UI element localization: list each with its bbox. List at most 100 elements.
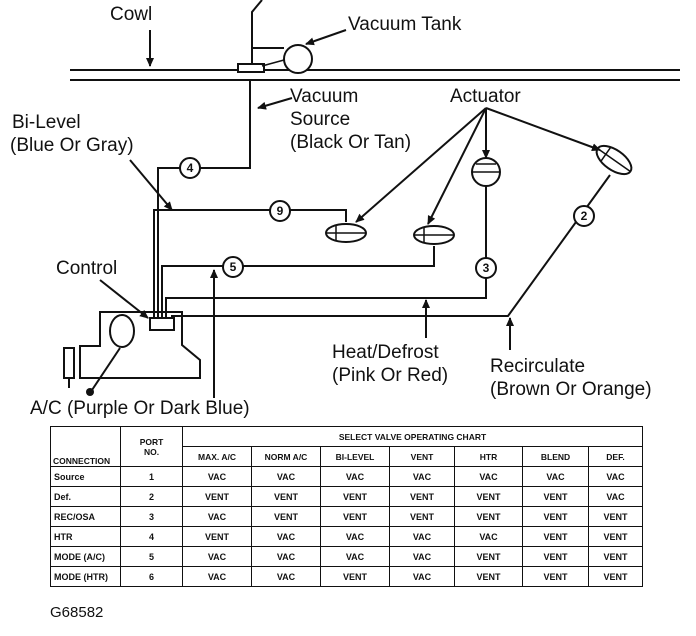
port-number-9: 9: [277, 204, 284, 218]
port-number-5: 5: [230, 260, 237, 274]
state-cell: VAC: [251, 466, 321, 487]
state-cell: VAC: [182, 506, 252, 527]
actuator-label: Actuator: [450, 86, 521, 107]
state-cell: VENT: [522, 546, 589, 567]
actuator-defrost: [595, 144, 633, 176]
mode-header: BLEND: [522, 446, 589, 467]
mode-header: VENT: [389, 446, 455, 467]
mode-header: HTR: [454, 446, 523, 467]
connection-cell: MODE (A/C): [50, 546, 121, 567]
state-cell: VENT: [522, 486, 589, 507]
port-badge-4: 4: [179, 157, 201, 179]
connection-cell: REC/OSA: [50, 506, 121, 527]
heat-defrost-label-2: (Pink Or Red): [332, 365, 448, 386]
select-valve-operating-chart: CONNECTION PORT NO. SELECT VALVE OPERATI…: [50, 426, 643, 587]
vacuum-source-label-2: Source: [290, 109, 350, 130]
actuator-recirc: [471, 157, 501, 187]
state-cell: VENT: [588, 566, 643, 587]
state-cell: VENT: [454, 486, 523, 507]
bi-level-label-1: Bi-Level: [12, 112, 81, 133]
state-cell: VENT: [454, 566, 523, 587]
mode-header: NORM A/C: [251, 446, 321, 467]
state-cell: VENT: [251, 486, 321, 507]
port-header-line-2: NO.: [143, 446, 160, 457]
state-cell: VAC: [389, 566, 455, 587]
state-cell: VENT: [522, 566, 589, 587]
state-cell: VENT: [251, 506, 321, 527]
state-cell: VAC: [588, 486, 643, 507]
state-cell: VAC: [182, 546, 252, 567]
vacuum-source-label-3: (Black Or Tan): [290, 132, 411, 153]
bi-level-line: [153, 209, 347, 320]
vacuum-tank-label: Vacuum Tank: [348, 14, 462, 35]
port-badge-9: 9: [269, 200, 291, 222]
state-cell: VAC: [588, 466, 643, 487]
state-cell: VENT: [182, 486, 252, 507]
state-cell: VENT: [588, 546, 643, 567]
state-cell: VENT: [182, 526, 252, 547]
state-cell: VAC: [251, 546, 321, 567]
state-cell: VAC: [251, 566, 321, 587]
vacuum-source-label-1: Vacuum: [290, 86, 358, 107]
state-cell: VENT: [454, 506, 523, 527]
figure-id: G68582: [50, 604, 104, 621]
port-badge-3: 3: [475, 257, 497, 279]
mode-header: MAX. A/C: [182, 446, 252, 467]
connection-cell: HTR: [50, 526, 121, 547]
state-cell: VAC: [251, 526, 321, 547]
table-header-row-2: MAX. A/C NORM A/C BI-LEVEL VENT HTR BLEN…: [51, 446, 643, 467]
bi-level-label-2: (Blue Or Gray): [10, 135, 134, 156]
actuator-bilevel: [325, 223, 367, 243]
state-cell: VAC: [389, 546, 455, 567]
actuator-ac: [413, 225, 455, 245]
group-header: SELECT VALVE OPERATING CHART: [182, 426, 643, 447]
mode-header: BI-LEVEL: [320, 446, 390, 467]
recirc-line: [165, 185, 487, 320]
state-cell: VENT: [522, 506, 589, 527]
mode-header: DEF.: [588, 446, 643, 467]
port-cell: 5: [120, 546, 183, 567]
state-cell: VENT: [320, 566, 390, 587]
vacuum-source-line: [157, 80, 251, 320]
port-header-line-1: PORT: [139, 436, 164, 447]
vacuum-tank: [237, 0, 313, 74]
port-number-2: 2: [581, 209, 588, 223]
connection-cell: Def.: [50, 486, 121, 507]
state-cell: VENT: [522, 526, 589, 547]
port-header: PORT NO.: [120, 426, 183, 467]
state-cell: VAC: [182, 566, 252, 587]
heat-defrost-label-1: Heat/Defrost: [332, 342, 439, 363]
state-cell: VENT: [588, 506, 643, 527]
control-assembly: [63, 311, 201, 396]
state-cell: VAC: [522, 466, 589, 487]
control-label: Control: [56, 258, 117, 279]
state-cell: VAC: [320, 546, 390, 567]
port-badge-5: 5: [222, 256, 244, 278]
state-cell: VENT: [389, 486, 455, 507]
ac-line: [161, 246, 435, 320]
defrost-line: [171, 174, 611, 322]
state-cell: VAC: [454, 466, 523, 487]
state-cell: VAC: [320, 526, 390, 547]
recirculate-label-2: (Brown Or Orange): [490, 379, 652, 400]
port-cell: 1: [120, 466, 183, 487]
table-header-row-1: CONNECTION PORT NO. SELECT VALVE OPERATI…: [50, 426, 643, 467]
state-cell: VAC: [389, 526, 455, 547]
cowl-label: Cowl: [110, 4, 152, 25]
state-cell: VAC: [454, 526, 523, 547]
port-cell: 2: [120, 486, 183, 507]
port-number-4: 4: [187, 161, 194, 175]
state-cell: VENT: [454, 546, 523, 567]
port-cell: 6: [120, 566, 183, 587]
recirculate-label-1: Recirculate: [490, 356, 585, 377]
connection-cell: MODE (HTR): [50, 566, 121, 587]
connection-header: CONNECTION: [50, 426, 121, 467]
